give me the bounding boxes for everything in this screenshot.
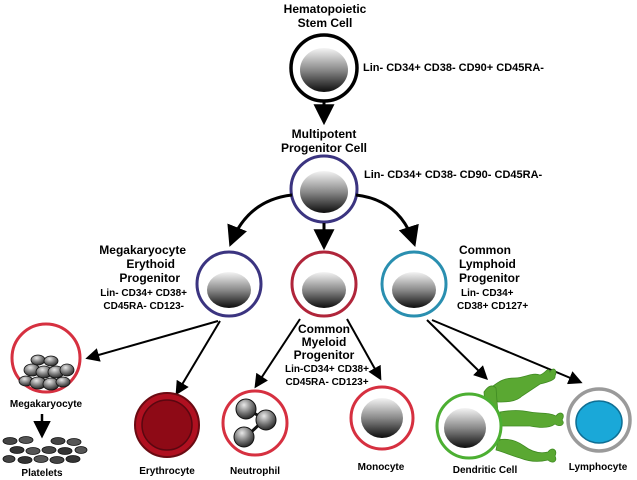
cmp-nucleus — [302, 272, 346, 308]
arrow-clp-to-dendritic — [426, 319, 488, 380]
megakaryocyte-granules — [18, 354, 75, 391]
mep-markers-line1: Lin- CD34+ CD38+ — [100, 288, 187, 299]
lymphocyte-nucleus — [575, 400, 623, 444]
hsc-markers: Lin- CD34+ CD38- CD90+ CD45RA- — [363, 62, 544, 74]
platelets: Platelets — [2, 436, 88, 479]
hsc-node: Hematopoietic Stem Cell Lin- CD34+ CD38-… — [284, 2, 544, 103]
arrow-cmp-to-monocyte — [346, 318, 382, 381]
clp-markers-line2: CD38+ CD127+ — [457, 301, 528, 312]
dendritic-nucleus — [444, 408, 486, 448]
cmp-title-line3: Progenitor — [294, 348, 355, 362]
lymphocyte-cell: Lymphocyte — [566, 387, 632, 473]
arrow-mpp-to-clp — [355, 193, 419, 247]
megakaryocyte-cell: Megakaryocyte — [10, 322, 83, 410]
hsc-title-line2: Stem Cell — [298, 16, 353, 30]
megakaryocyte-label: Megakaryocyte — [10, 399, 83, 410]
monocyte-nucleus — [361, 398, 403, 438]
hsc-title-line1: Hematopoietic — [284, 2, 367, 16]
mpp-title-line2: Progenitor Cell — [281, 141, 367, 155]
arrow-mep-to-erythrocyte — [175, 320, 221, 396]
dendritic-cell: Dendritic Cell — [435, 368, 564, 476]
platelet-cluster — [2, 436, 88, 464]
mep-markers-line2: CD45RA- CD123- — [103, 301, 184, 312]
cmp-markers-line2: CD45RA- CD123+ — [285, 377, 368, 388]
mep-title-line1: Megakaryocyte — [99, 243, 186, 257]
arrow-mpp-to-mep — [227, 193, 293, 247]
clp-nucleus — [392, 272, 436, 308]
erythrocyte-center — [141, 399, 193, 451]
mep-title-line2: Erythoid — [126, 257, 175, 271]
mep-node: Megakaryocyte Erythoid Progenitor Lin- C… — [99, 243, 263, 318]
lymphocyte-label: Lymphocyte — [569, 462, 628, 473]
mpp-node: Multipotent Progenitor Cell Lin- CD34+ C… — [281, 127, 543, 224]
monocyte-label: Monocyte — [358, 462, 405, 473]
neutrophil-lobes — [233, 398, 277, 448]
arrow-cmp-to-neutrophil — [254, 318, 301, 389]
cmp-node: Common Myeloid Progenitor Lin-CD34+ CD38… — [285, 250, 369, 388]
clp-node: Common Lymphoid Progenitor Lin- CD34+ CD… — [380, 243, 528, 318]
neutrophil-label: Neutrophil — [230, 466, 280, 477]
arrow-clp-to-lymphocyte — [431, 319, 583, 385]
arrow-mep-to-megakaryocyte — [85, 320, 219, 362]
clp-title-line2: Lymphoid — [459, 257, 516, 271]
dendritic-label: Dendritic Cell — [453, 465, 518, 476]
hsc-nucleus — [300, 48, 348, 92]
monocyte-cell: Monocyte — [349, 385, 415, 473]
cmp-markers-line1: Lin-CD34+ CD38+ — [285, 364, 369, 375]
mep-nucleus — [207, 272, 251, 308]
clp-markers-line1: Lin- CD34+ — [461, 288, 514, 299]
platelets-label: Platelets — [21, 468, 63, 479]
neutrophil-cell: Neutrophil — [221, 389, 289, 477]
mep-title-line3: Progenitor — [119, 271, 180, 285]
erythrocyte-cell: Erythrocyte — [134, 392, 200, 477]
erythrocyte-label: Erythrocyte — [139, 466, 195, 477]
mpp-nucleus — [300, 171, 348, 213]
clp-title-line1: Common — [459, 243, 511, 257]
mpp-title-line1: Multipotent — [292, 127, 357, 141]
cmp-title-line2: Myeloid — [302, 335, 347, 349]
cmp-title-line1: Common — [298, 322, 350, 336]
clp-title-line3: Progenitor — [459, 271, 520, 285]
neutrophil-membrane — [221, 389, 289, 457]
mpp-markers: Lin- CD34+ CD38- CD90- CD45RA- — [364, 169, 543, 181]
